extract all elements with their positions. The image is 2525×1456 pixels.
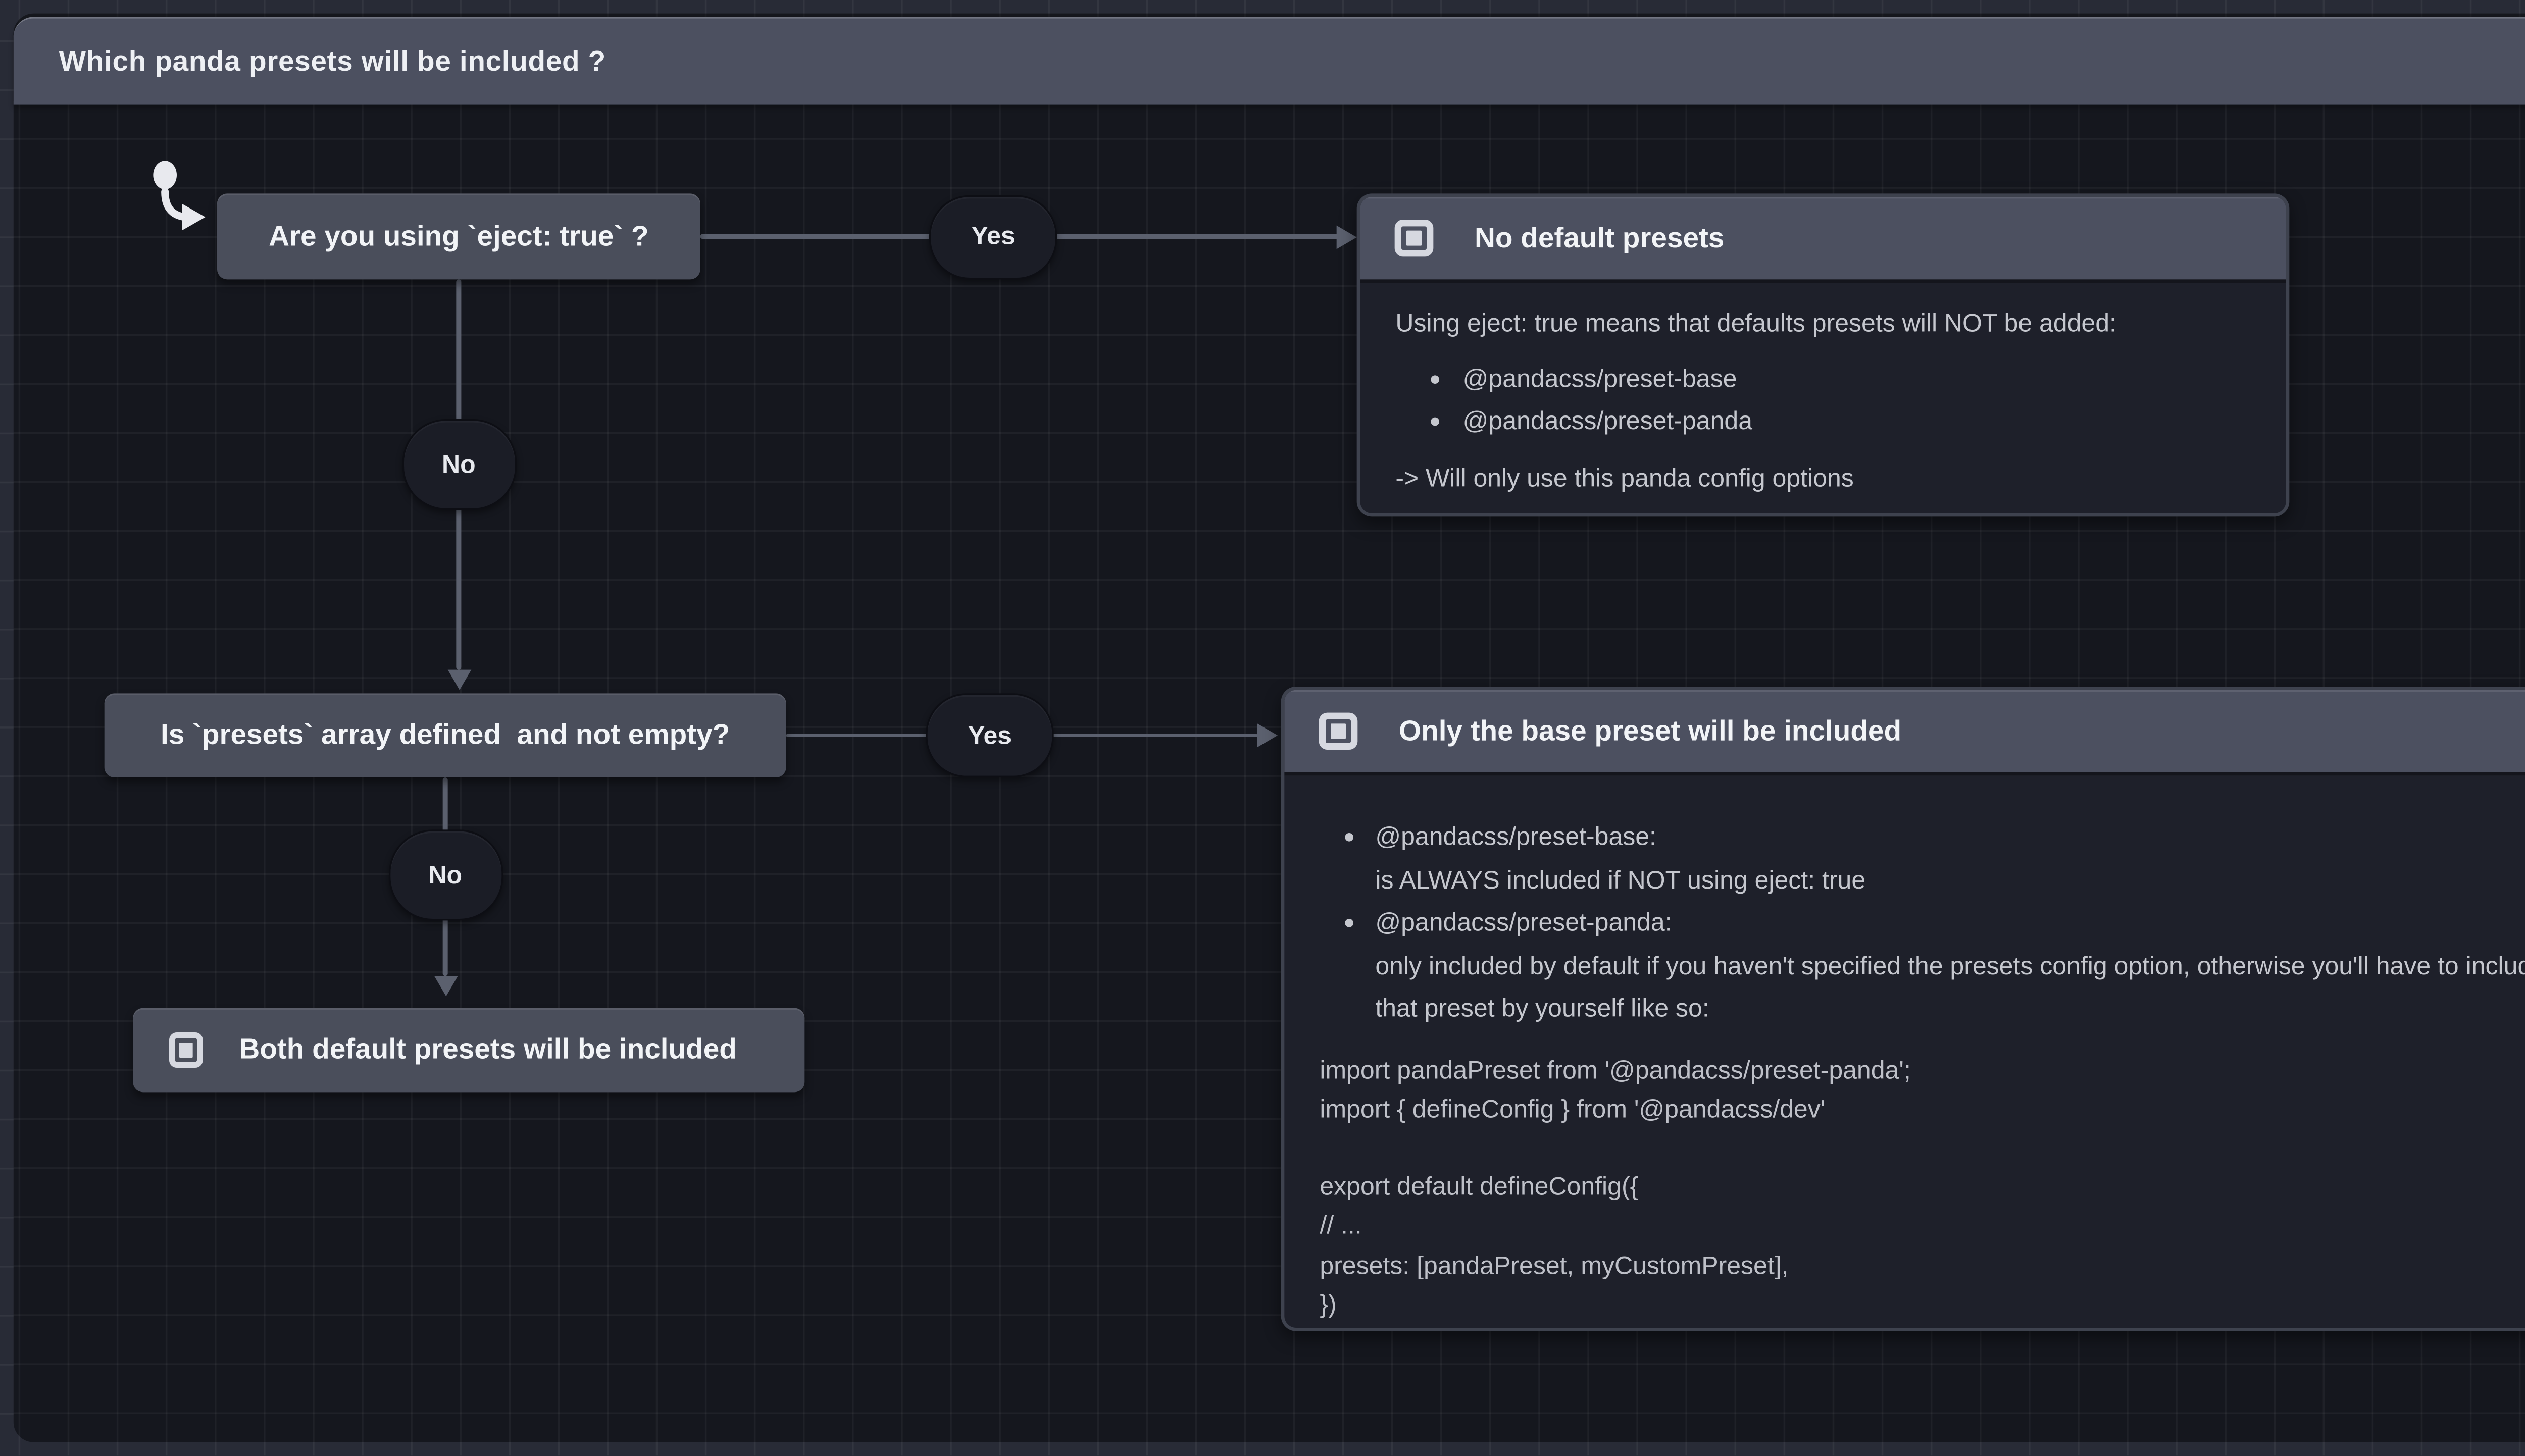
- code-line: // ...: [1320, 1212, 1362, 1241]
- square-in-square-icon: [1319, 712, 1358, 750]
- code-line: }): [1320, 1290, 1337, 1319]
- code-line: export default defineConfig({: [1320, 1173, 1639, 1202]
- code-line: [1320, 1129, 2525, 1168]
- no-label: No: [441, 450, 476, 479]
- list-item: @pandacss/preset-base: is ALWAYS include…: [1320, 816, 2525, 902]
- preset-name: @pandacss/preset-base:: [1375, 822, 1656, 852]
- box-title: No default presets: [1474, 221, 1725, 253]
- list-item: @pandacss/preset-panda: [1395, 401, 2250, 444]
- list-item: @pandacss/preset-panda: only included by…: [1320, 902, 2525, 1031]
- list-item: @pandacss/preset-base: [1395, 358, 2250, 401]
- box-outro-text: -> Will only use this panda config optio…: [1395, 464, 1854, 493]
- yes-label: Yes: [968, 721, 1012, 750]
- preset-detail-list: @pandacss/preset-base: is ALWAYS include…: [1320, 816, 2525, 1031]
- diagram-title: Which panda presets will be included ?: [59, 44, 606, 77]
- code-line: presets: [pandaPreset, myCustomPreset],: [1320, 1251, 1789, 1280]
- box-intro-text: Using eject: true means that defaults pr…: [1395, 309, 2116, 338]
- node-label: Is `presets` array defined and not empty…: [160, 718, 730, 751]
- edge-label-no-1: No: [401, 419, 516, 510]
- node-label: Both default presets will be included: [239, 1033, 737, 1065]
- click-cursor-icon: [153, 161, 206, 231]
- square-in-square-icon: [169, 1032, 203, 1068]
- preset-name: @pandacss/preset-panda:: [1375, 908, 1672, 938]
- edge-label-no-2: No: [388, 829, 502, 921]
- preset-list: @pandacss/preset-base @pandacss/preset-p…: [1395, 358, 2250, 444]
- edge-label-yes-1: Yes: [929, 194, 1057, 279]
- box-title: Only the base preset will be included: [1398, 714, 1902, 747]
- diagram-titlebar: Which panda presets will be included ?: [13, 17, 2525, 105]
- box-no-default-presets-body: Using eject: true means that defaults pr…: [1360, 283, 2286, 513]
- no-label: No: [428, 860, 462, 890]
- preset-desc: is ALWAYS included if NOT using eject: t…: [1375, 865, 1866, 895]
- box-only-base-preset[interactable]: Only the base preset will be included @p…: [1281, 686, 2525, 1331]
- node-question-eject[interactable]: Are you using `eject: true` ?: [217, 193, 700, 280]
- box-no-default-presets[interactable]: No default presets Using eject: true mea…: [1356, 193, 2290, 517]
- edge-q1-no-arrowhead: [446, 669, 471, 690]
- yes-label: Yes: [971, 222, 1015, 251]
- edge-q2-yes-arrowhead: [1257, 723, 1278, 747]
- node-question-presets-array[interactable]: Is `presets` array defined and not empty…: [104, 693, 786, 777]
- preset-desc: only included by default if you haven't …: [1375, 951, 2525, 1023]
- edge-q2-no-arrowhead: [433, 976, 457, 997]
- code-line: import pandaPreset from '@pandacss/prese…: [1320, 1056, 1911, 1085]
- box-only-base-preset-body: @pandacss/preset-base: is ALWAYS include…: [1284, 776, 2525, 1328]
- edge-label-yes-2: Yes: [926, 693, 1054, 777]
- edge-q1-yes-arrowhead: [1336, 224, 1357, 248]
- box-no-default-presets-header: No default presets: [1360, 196, 2286, 283]
- code-line: import { defineConfig } from '@pandacss/…: [1320, 1095, 1826, 1124]
- node-result-both-presets[interactable]: Both default presets will be included: [133, 1008, 805, 1093]
- code-snippet: import pandaPreset from '@pandacss/prese…: [1320, 1051, 2525, 1324]
- node-label: Are you using `eject: true` ?: [269, 219, 649, 252]
- box-only-base-preset-header: Only the base preset will be included: [1284, 690, 2525, 776]
- square-in-square-icon: [1394, 219, 1434, 257]
